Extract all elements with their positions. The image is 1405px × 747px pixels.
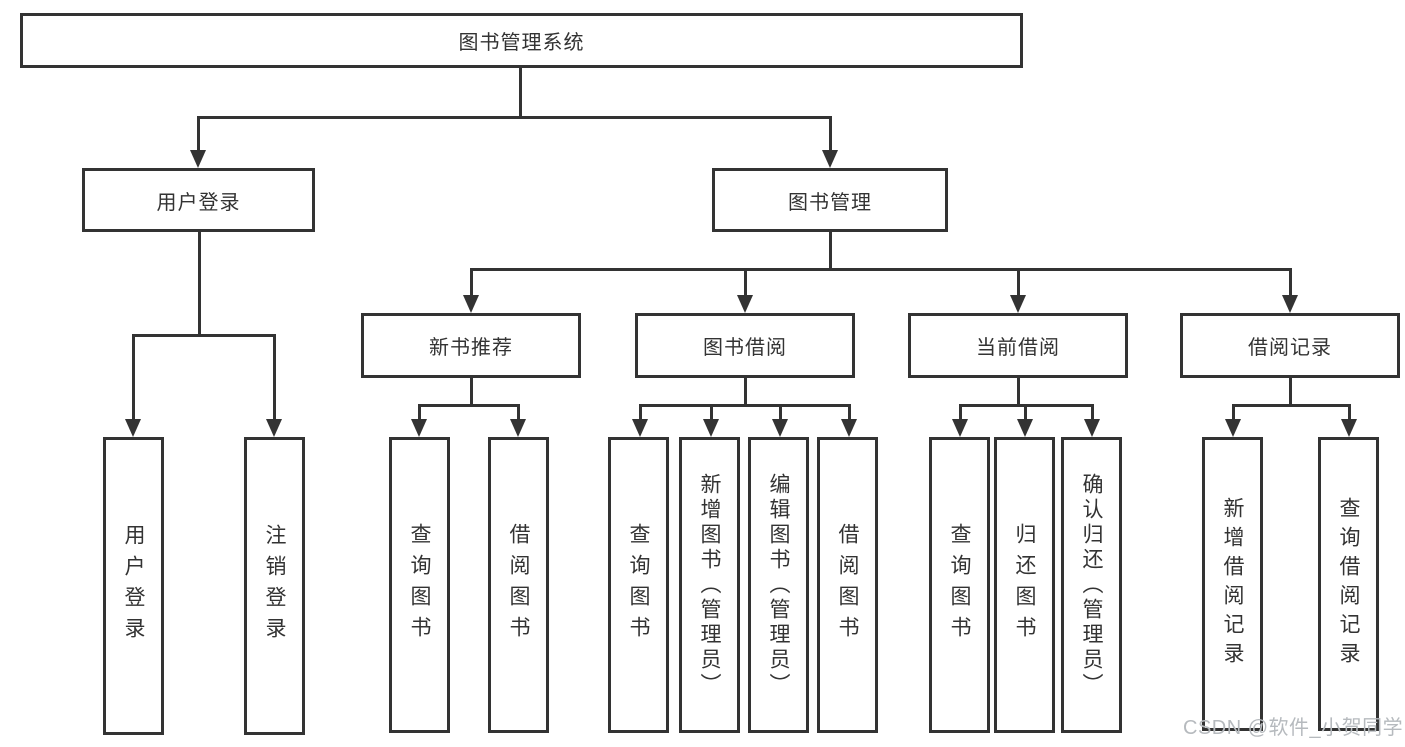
leaf-user-login: 用户登录 bbox=[103, 437, 164, 735]
leaf-label: 用户登录 bbox=[122, 524, 145, 648]
connector-arrow-line bbox=[778, 404, 782, 421]
leaf-label: 查询图书 bbox=[408, 523, 431, 647]
arrow-down-icon bbox=[821, 150, 838, 168]
leaf-borrow-books: 借阅图书 bbox=[817, 437, 878, 733]
connector-arrow-line bbox=[1288, 268, 1292, 295]
node-label: 图书管理系统 bbox=[458, 32, 585, 54]
arrow-down-icon bbox=[631, 419, 648, 437]
connector-arrow-line bbox=[196, 116, 200, 152]
connector-arrow-line bbox=[1091, 404, 1094, 421]
leaf-label: 编辑图书（管理员） bbox=[767, 472, 790, 698]
connector-level3-branch bbox=[470, 268, 1292, 271]
leaf-query-books-borrowing: 查询图书 bbox=[608, 437, 669, 733]
node-label: 借阅记录 bbox=[1248, 337, 1332, 359]
arrow-down-icon bbox=[840, 419, 857, 437]
node-new-book-recommend: 新书推荐 bbox=[361, 313, 581, 378]
arrow-down-icon bbox=[462, 295, 479, 313]
connector-arrow-line bbox=[638, 404, 642, 421]
leaf-query-books-recommend: 查询图书 bbox=[389, 437, 450, 733]
connector-book-management-stem bbox=[828, 232, 832, 270]
arrow-down-icon bbox=[1017, 419, 1033, 437]
connector-arrow-line bbox=[828, 116, 832, 152]
node-book-borrowing: 图书借阅 bbox=[635, 313, 855, 378]
node-book-management: 图书管理 bbox=[712, 168, 948, 232]
connector-arrow-line bbox=[418, 404, 421, 421]
node-user-login: 用户登录 bbox=[82, 168, 315, 232]
connector-group-branch bbox=[419, 404, 520, 407]
leaf-query-books-current: 查询图书 bbox=[929, 437, 990, 733]
leaf-label: 借阅图书 bbox=[507, 523, 530, 647]
leaf-label: 新增图书（管理员） bbox=[698, 472, 721, 698]
connector-arrow-line bbox=[1016, 268, 1020, 295]
leaf-confirm-return-admin: 确认归还（管理员） bbox=[1061, 437, 1122, 733]
connector-arrow-line bbox=[1024, 404, 1027, 421]
node-label: 图书管理 bbox=[788, 191, 872, 214]
leaf-label: 借阅图书 bbox=[836, 523, 859, 647]
connector-arrow-line bbox=[709, 404, 713, 421]
arrow-down-icon bbox=[411, 419, 427, 437]
arrow-down-icon bbox=[510, 419, 526, 437]
node-library-management-system: 图书管理系统 bbox=[20, 13, 1023, 68]
node-label: 当前借阅 bbox=[976, 337, 1060, 359]
node-label: 图书借阅 bbox=[703, 337, 787, 359]
leaf-edit-book-admin: 编辑图书（管理员） bbox=[748, 437, 809, 733]
arrow-down-icon bbox=[702, 419, 719, 437]
node-label: 用户登录 bbox=[156, 191, 241, 214]
arrow-down-icon bbox=[1009, 295, 1026, 313]
connector-group-stem bbox=[1016, 378, 1020, 406]
arrow-down-icon bbox=[125, 419, 141, 437]
connector-group-branch bbox=[1232, 404, 1351, 407]
leaf-label: 查询图书 bbox=[948, 523, 971, 647]
leaf-label: 确认归还（管理员） bbox=[1080, 472, 1103, 698]
connector-arrow-line bbox=[743, 268, 747, 295]
leaf-label: 查询图书 bbox=[627, 523, 650, 647]
leaf-add-book-admin: 新增图书（管理员） bbox=[679, 437, 740, 733]
node-borrowing-records: 借阅记录 bbox=[1180, 313, 1400, 378]
connector-user-login-branch bbox=[132, 334, 276, 337]
connector-group-branch bbox=[639, 404, 850, 407]
node-label: 新书推荐 bbox=[429, 337, 513, 359]
connector-arrow-line bbox=[132, 334, 135, 419]
arrow-down-icon bbox=[189, 150, 206, 168]
csdn-watermark: CSDN @软件_小贺同学 bbox=[1183, 717, 1404, 739]
arrow-down-icon bbox=[1225, 419, 1241, 437]
arrow-down-icon bbox=[1281, 295, 1298, 313]
leaf-return-book: 归还图书 bbox=[994, 437, 1055, 733]
leaf-label: 查询借阅记录 bbox=[1337, 497, 1360, 671]
leaf-borrow-books-recommend: 借阅图书 bbox=[488, 437, 549, 733]
node-current-borrowing: 当前借阅 bbox=[908, 313, 1128, 378]
arrow-down-icon bbox=[771, 419, 788, 437]
connector-arrow-line bbox=[517, 404, 520, 421]
connector-group-stem bbox=[469, 378, 473, 406]
connector-arrow-line bbox=[847, 404, 851, 421]
connector-root-stem bbox=[519, 68, 522, 118]
connector-user-login-stem bbox=[197, 232, 201, 336]
connector-group-stem bbox=[743, 378, 747, 406]
arrow-down-icon bbox=[1341, 419, 1357, 437]
connector-arrow-line bbox=[1232, 404, 1235, 421]
arrow-down-icon bbox=[266, 419, 282, 437]
leaf-label: 注销登录 bbox=[263, 524, 286, 648]
leaf-add-borrow-record: 新增借阅记录 bbox=[1202, 437, 1263, 731]
connector-arrow-line bbox=[959, 404, 962, 421]
connector-arrow-line bbox=[1348, 404, 1351, 421]
leaf-label: 新增借阅记录 bbox=[1221, 497, 1244, 671]
arrow-down-icon bbox=[952, 419, 968, 437]
connector-arrow-line bbox=[469, 268, 473, 295]
arrow-down-icon bbox=[1084, 419, 1100, 437]
connector-arrow-line bbox=[273, 334, 276, 419]
connector-group-stem bbox=[1288, 378, 1292, 406]
connector-level2-branch bbox=[197, 116, 832, 119]
leaf-logout: 注销登录 bbox=[244, 437, 305, 735]
leaf-query-borrow-record: 查询借阅记录 bbox=[1318, 437, 1379, 731]
leaf-label: 归还图书 bbox=[1013, 523, 1036, 647]
arrow-down-icon bbox=[736, 295, 753, 313]
